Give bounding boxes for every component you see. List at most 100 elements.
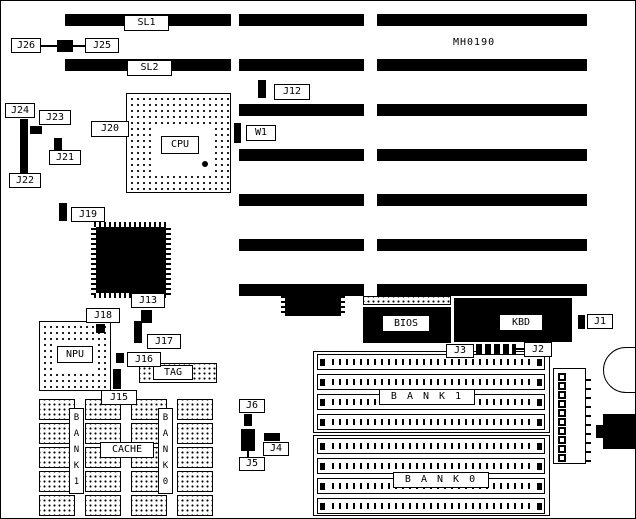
- chipset-pins-right: [341, 290, 345, 313]
- cache-chip: [39, 495, 75, 516]
- slot-sl1-label: SL1: [124, 15, 169, 31]
- j19-label: J19: [71, 207, 105, 222]
- j3-label: J3: [446, 344, 474, 358]
- simm-socket: [317, 498, 545, 514]
- cache-chip: [177, 447, 213, 468]
- j20-label: J20: [91, 121, 129, 137]
- power-pin: [558, 436, 566, 444]
- j2-label: J2: [524, 342, 552, 357]
- power-pin: [558, 373, 566, 381]
- power-connector-pins: [585, 372, 591, 462]
- isa-slot-bar: [239, 59, 364, 71]
- j25-leader-line: [73, 45, 85, 47]
- simm-socket: [317, 374, 545, 390]
- j17-label: J17: [147, 334, 181, 349]
- j21-label: J21: [49, 150, 81, 165]
- simm-bank0-group: [313, 435, 550, 516]
- j21-jumper-block: [54, 138, 62, 150]
- isa-slot-bar: [377, 14, 587, 26]
- power-pin: [558, 400, 566, 408]
- cache-chip: [177, 471, 213, 492]
- j4-jumper-block: [264, 433, 280, 441]
- power-pin: [558, 445, 566, 453]
- j16-jumper-block: [116, 353, 124, 363]
- w1-jumper-block: [234, 123, 241, 143]
- cache-bank1-label: B A N K 1: [69, 408, 84, 494]
- power-pin: [558, 427, 566, 435]
- bank1-label: B A N K 1: [379, 389, 475, 405]
- j18-jumper-block: [96, 324, 105, 333]
- j4-label: J4: [263, 442, 289, 456]
- cache-chip: [177, 423, 213, 444]
- j5-jumper-block: [241, 429, 255, 451]
- isa-slot-bar: [377, 149, 587, 161]
- j24-label: J24: [5, 103, 35, 118]
- j25-jumper-block: [57, 40, 73, 52]
- j2-leader-line: [516, 348, 524, 350]
- power-pin: [558, 391, 566, 399]
- kbd-label: KBD: [499, 314, 543, 331]
- qfp-chip-pins-right: [166, 225, 171, 295]
- isa-slot-bar: [239, 194, 364, 206]
- isa-slot-bar: [239, 239, 364, 251]
- simm-socket: [317, 354, 545, 370]
- isa-slot-bar: [377, 194, 587, 206]
- isa-slot-bar: [377, 104, 587, 116]
- cpu-pin1-dot: [202, 161, 208, 167]
- chipset-chip: [285, 287, 341, 316]
- cache-chip: [85, 471, 121, 492]
- j15-label: J15: [101, 390, 137, 405]
- external-connector: [603, 414, 635, 449]
- simm-socket: [317, 414, 545, 430]
- j18-label: J18: [86, 308, 120, 323]
- j22-label: J22: [9, 173, 41, 188]
- tag-label: TAG: [153, 365, 193, 380]
- cache-chip: [131, 495, 167, 516]
- bios-socket-strip: [363, 296, 451, 305]
- slot-sl2-label: SL2: [127, 60, 172, 76]
- power-pin: [558, 418, 566, 426]
- j3-pin-row: [476, 344, 516, 354]
- j24-j22-pin-strip: [20, 119, 28, 173]
- bios-label: BIOS: [382, 315, 430, 332]
- j17-jumper-block: [134, 321, 142, 343]
- j23-jumper-block: [30, 126, 42, 134]
- j15-jumper-block: [113, 369, 121, 389]
- simm-bank1-group: [313, 351, 550, 433]
- j26-leader-line: [41, 45, 57, 47]
- cache-bank0-label: B A N K 0: [158, 408, 173, 494]
- j12-jumper-block: [258, 80, 266, 98]
- isa-slot-bar: [377, 239, 587, 251]
- cache-chip: [85, 423, 121, 444]
- external-connector-tab: [596, 425, 604, 438]
- simm-socket: [317, 438, 545, 454]
- j1-jumper-block: [578, 315, 585, 329]
- model-number: MH0190: [453, 37, 496, 48]
- j6-label: J6: [239, 399, 265, 413]
- npu-label: NPU: [57, 346, 93, 363]
- power-pin: [558, 409, 566, 417]
- isa-slot-bar: [239, 104, 364, 116]
- chipset-pins-left: [281, 290, 285, 313]
- j6-jumper-block: [244, 414, 252, 426]
- cache-chip: [177, 399, 213, 420]
- j16-label: J16: [127, 352, 161, 367]
- isa-slot-bar: [377, 284, 587, 296]
- j26-label: J26: [11, 38, 41, 53]
- w1-label: W1: [246, 125, 276, 141]
- cpu-label: CPU: [161, 136, 199, 154]
- bank0-label: B A N K 0: [393, 472, 489, 488]
- cache-chip: [85, 495, 121, 516]
- j19-jumper-block: [59, 203, 67, 221]
- keyboard-din-connector: [603, 347, 635, 393]
- j12-label: J12: [274, 84, 310, 100]
- cache-chip: [177, 495, 213, 516]
- power-pin: [558, 454, 566, 462]
- qfp-chip-pins-left: [91, 225, 96, 295]
- isa-slot-bar: [377, 59, 587, 71]
- j1-label: J1: [587, 314, 613, 329]
- cache-label: CACHE: [100, 442, 154, 458]
- power-pin: [558, 382, 566, 390]
- j5-leader-line: [247, 451, 249, 457]
